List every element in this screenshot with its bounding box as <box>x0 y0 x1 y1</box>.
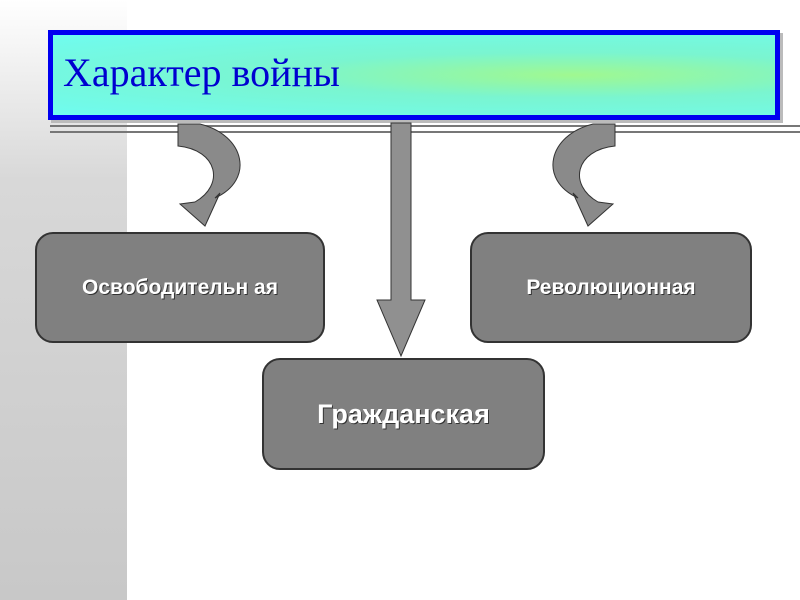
slide-title: Характер войны <box>63 50 340 95</box>
node-liberation: Освободительн ая <box>35 232 325 343</box>
title-box: Характер войны <box>48 30 780 120</box>
curved-arrow-left-icon <box>177 123 241 227</box>
divider-line <box>50 125 800 127</box>
curved-arrow-right-icon <box>552 123 616 227</box>
node-revolutionary: Революционная <box>470 232 752 343</box>
node-revolutionary-label: Революционная <box>526 275 696 299</box>
down-arrow-icon <box>376 122 426 358</box>
node-civil-label: Гражданская <box>317 398 490 429</box>
node-civil: Гражданская <box>262 358 545 470</box>
divider-line <box>50 131 800 133</box>
node-liberation-label: Освободительн ая <box>82 275 278 299</box>
